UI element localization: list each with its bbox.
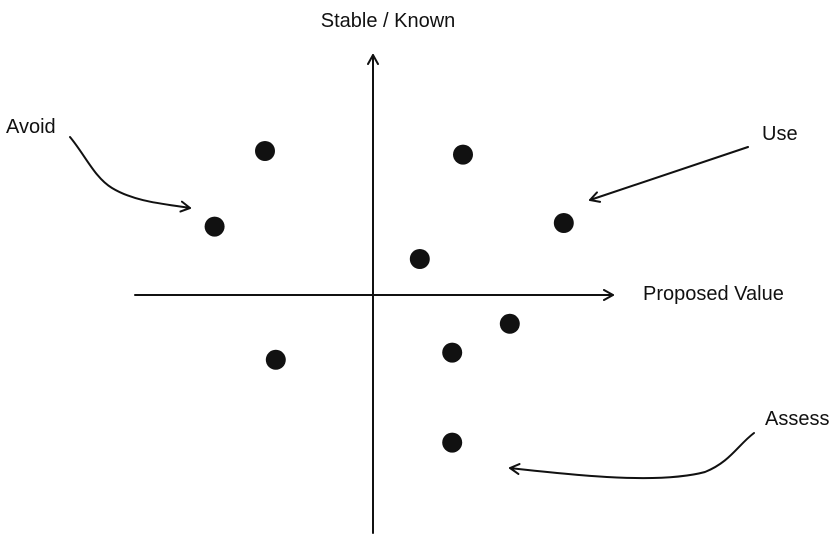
data-point	[442, 432, 463, 453]
y-axis-label: Stable / Known	[321, 10, 456, 32]
data-point	[442, 342, 463, 363]
use-label: Use	[762, 123, 798, 145]
points-layer	[204, 141, 574, 453]
data-point	[499, 313, 520, 334]
data-point	[553, 213, 574, 233]
data-point	[409, 249, 430, 269]
avoid-label: Avoid	[6, 116, 56, 138]
assess-arrow	[509, 432, 755, 480]
data-point	[453, 144, 473, 165]
use-arrow	[589, 146, 749, 203]
data-point	[265, 349, 286, 370]
data-point	[255, 141, 275, 161]
avoid-arrow	[69, 136, 191, 213]
x-axis-label: Proposed Value	[643, 283, 784, 305]
assess-label: Assess	[765, 408, 829, 430]
data-point	[204, 216, 225, 237]
